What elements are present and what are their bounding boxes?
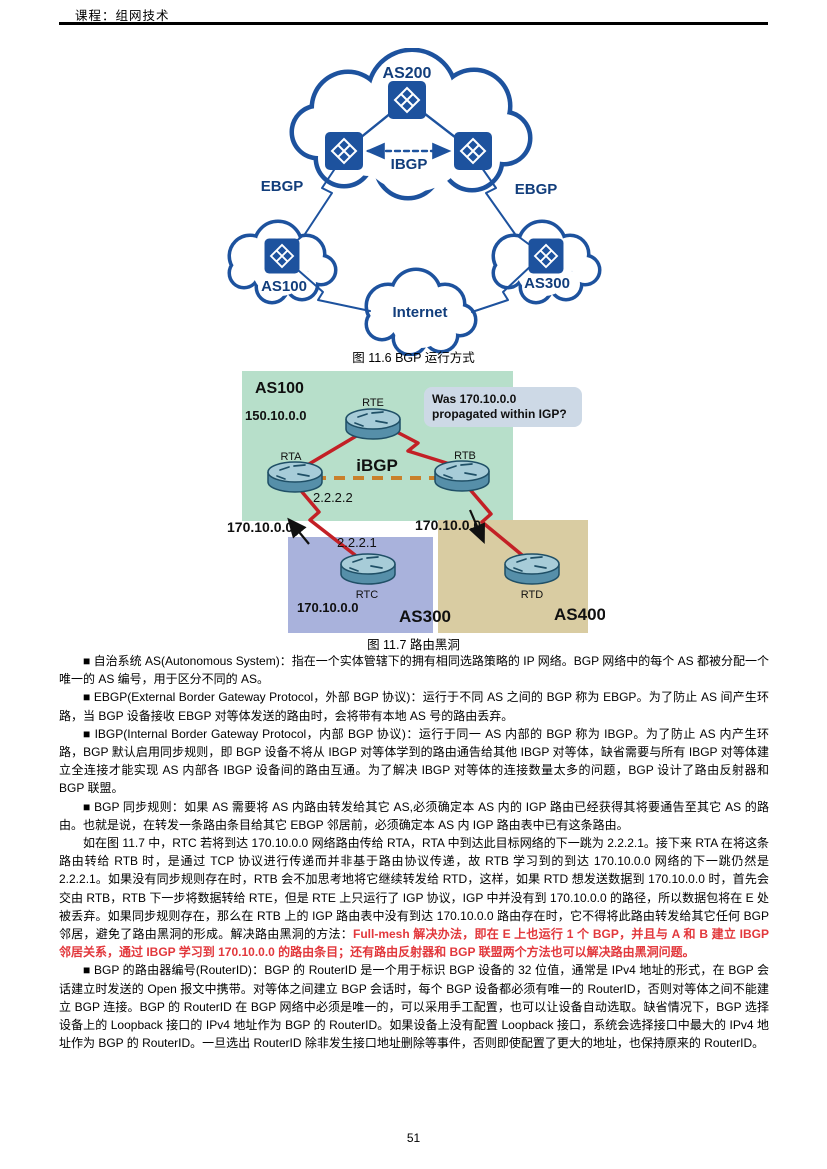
- paragraph-router-id: ■ BGP 的路由器编号(RouterID)：BGP 的 RouterID 是一…: [59, 963, 769, 1051]
- blackhole-solution-highlight: Full-mesh 解决办法，即在 E 上也运行 1 个 BGP，并且与 A 和…: [59, 927, 769, 960]
- next-hop-label: 2.2.2.1: [337, 535, 377, 550]
- internet-label: Internet: [392, 304, 447, 321]
- figure-11-6-caption: 图 11.6 BGP 运行方式: [352, 351, 475, 365]
- body-text: ■ 自治系统 AS(Autonomous System)：指在一个实体管辖下的拥…: [59, 652, 769, 1052]
- rta-router-icon: [267, 461, 323, 493]
- as300-label: AS300: [524, 275, 570, 292]
- ebgp-link-left: [283, 157, 343, 252]
- router-icon: [387, 80, 427, 120]
- router-icon: [324, 131, 364, 171]
- page-number: 51: [406, 1131, 421, 1145]
- rta-address-label: 2.2.2.2: [313, 490, 353, 505]
- as100-internet-link: [289, 262, 371, 312]
- router-icon: [527, 237, 565, 275]
- as100-label: AS100: [255, 380, 304, 397]
- rta-label: RTA: [281, 451, 303, 463]
- ebgp-right-label: EBGP: [515, 181, 558, 198]
- bgp-modes-diagram: AS200 IBGP EBGP EBGP AS100 AS300 Interne…: [227, 47, 602, 357]
- paragraph-blackhole-example: 如在图 11.7 中，RTC 若将到达 170.10.0.0 网络路由传给 RT…: [59, 834, 769, 961]
- rtc-router-icon: [340, 553, 396, 585]
- internet-cloud-shape: [364, 267, 478, 357]
- rtb-label: RTB: [454, 450, 476, 462]
- router-icon: [453, 131, 493, 171]
- route-propagation-arrow-left: [287, 517, 310, 545]
- route-label-left: 170.10.0.0: [227, 519, 293, 535]
- ibgp-label: IBGP: [391, 156, 428, 173]
- rta-rtc-link: [295, 484, 357, 557]
- blackhole-example-text: 如在图 11.7 中，RTC 若将到达 170.10.0.0 网络路由传给 RT…: [59, 836, 769, 942]
- as300-label: AS300: [399, 607, 451, 626]
- paragraph-ibgp-definition: ■ IBGP(Internal Border Gateway Protocol，…: [59, 726, 769, 796]
- figure-bgp-modes: AS200 IBGP EBGP EBGP AS100 AS300 Interne…: [220, 47, 620, 357]
- course-header: 课程：组网技术: [75, 9, 170, 23]
- rte-label: RTE: [362, 397, 384, 409]
- router-icon: [263, 237, 301, 275]
- rtd-router-icon: [504, 553, 560, 585]
- route-propagation-arrow-right: [468, 509, 485, 545]
- rtd-label: RTD: [521, 589, 543, 601]
- as200-label: AS200: [383, 65, 432, 82]
- as300-region: [288, 537, 433, 633]
- rtb-router-icon: [434, 460, 490, 492]
- figure-11-7-caption: 图 11.7 路由黑洞: [367, 638, 460, 652]
- paragraph-as-definition: ■ 自治系统 AS(Autonomous System)：指在一个实体管辖下的拥…: [59, 654, 769, 687]
- rtb-rtd-link: [465, 484, 524, 557]
- rta-rte-link: [302, 430, 365, 469]
- as300-network-label: 170.10.0.0: [297, 600, 358, 615]
- as300-internet-link: [471, 262, 535, 313]
- paragraph-sync-rule: ■ BGP 同步规则：如果 AS 需要将 AS 内路由转发给其它 AS,必须确定…: [59, 799, 769, 832]
- rte-router-icon: [345, 408, 401, 440]
- ebgp-left-label: EBGP: [261, 178, 304, 195]
- rtc-label: RTC: [356, 589, 378, 601]
- as400-label: AS400: [554, 605, 605, 624]
- as100-label: AS100: [261, 278, 307, 295]
- ebgp-link-right: [474, 157, 539, 252]
- route-label-right: 170.10.0.0: [415, 517, 481, 533]
- rte-rtb-link: [391, 428, 455, 467]
- callout-bubble: Was 170.10.0.0 propagated within IGP?: [424, 387, 582, 427]
- figure-route-blackhole: AS100 150.10.0.0 RTE RTA RTB iBGP 2.2.2.…: [225, 368, 606, 636]
- route-blackhole-diagram: AS100 150.10.0.0 RTE RTA RTB iBGP 2.2.2.…: [227, 371, 606, 633]
- header-rule: [59, 22, 768, 25]
- as100-network-label: 150.10.0.0: [245, 408, 306, 423]
- paragraph-ebgp-definition: ■ EBGP(External Border Gateway Protocol，…: [59, 690, 769, 723]
- ibgp-label: iBGP: [356, 456, 398, 475]
